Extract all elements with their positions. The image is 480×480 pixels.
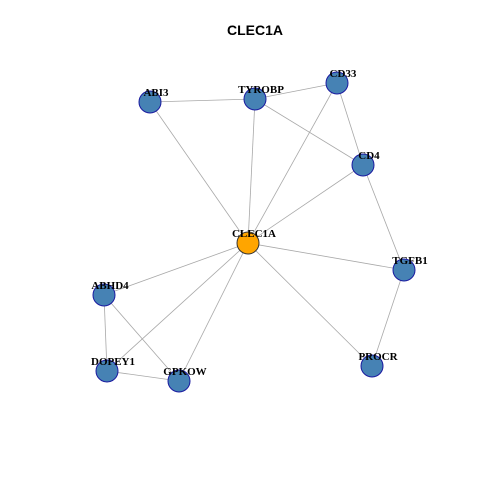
node-cd33[interactable] bbox=[325, 71, 349, 95]
edge-clec1a-dopey1 bbox=[106, 242, 249, 372]
node-label-tyrobp: TYROBP bbox=[238, 84, 284, 96]
edge-cd33-clec1a bbox=[247, 82, 338, 244]
node-label-gpkow: GPKOW bbox=[163, 366, 206, 378]
node-clec1a[interactable] bbox=[236, 231, 260, 255]
edge-abhd4-dopey1 bbox=[103, 294, 108, 372]
node-tyrobp[interactable] bbox=[243, 87, 267, 111]
node-label-tgfb1: TGFB1 bbox=[392, 255, 427, 267]
edges-layer bbox=[103, 82, 405, 382]
edge-tgfb1-procr bbox=[371, 269, 405, 367]
node-abi3[interactable] bbox=[138, 90, 162, 114]
edge-cd4-tgfb1 bbox=[362, 164, 405, 271]
edge-tyrobp-cd4 bbox=[254, 98, 364, 166]
node-label-procr: PROCR bbox=[358, 351, 398, 363]
node-label-clec1a: CLEC1A bbox=[232, 228, 276, 240]
edge-cd33-cd4 bbox=[336, 82, 364, 166]
edge-dopey1-gpkow bbox=[106, 370, 180, 382]
edge-abhd4-gpkow bbox=[103, 294, 180, 382]
node-label-abhd4: ABHD4 bbox=[91, 280, 129, 292]
node-label-dopey1: DOPEY1 bbox=[91, 356, 135, 368]
edge-abi3-clec1a bbox=[149, 101, 249, 244]
nodes-layer bbox=[92, 71, 416, 393]
node-abhd4[interactable] bbox=[92, 283, 116, 307]
edge-clec1a-abhd4 bbox=[103, 242, 249, 296]
node-label-abi3: ABI3 bbox=[143, 87, 169, 99]
edge-tyrobp-clec1a bbox=[247, 98, 256, 244]
edge-abi3-tyrobp bbox=[149, 98, 256, 103]
graph-title: CLEC1A bbox=[227, 22, 283, 38]
node-cd4[interactable] bbox=[351, 153, 375, 177]
node-label-cd4: CD4 bbox=[358, 150, 380, 162]
edge-clec1a-gpkow bbox=[178, 242, 249, 382]
node-dopey1[interactable] bbox=[95, 359, 119, 383]
node-label-cd33: CD33 bbox=[330, 68, 357, 80]
edge-cd4-clec1a bbox=[247, 164, 364, 244]
node-tgfb1[interactable] bbox=[392, 258, 416, 282]
edge-tyrobp-cd33 bbox=[254, 82, 338, 100]
edge-clec1a-tgfb1 bbox=[247, 242, 405, 271]
node-gpkow[interactable] bbox=[167, 369, 191, 393]
node-procr[interactable] bbox=[360, 354, 384, 378]
edge-clec1a-procr bbox=[247, 242, 373, 367]
